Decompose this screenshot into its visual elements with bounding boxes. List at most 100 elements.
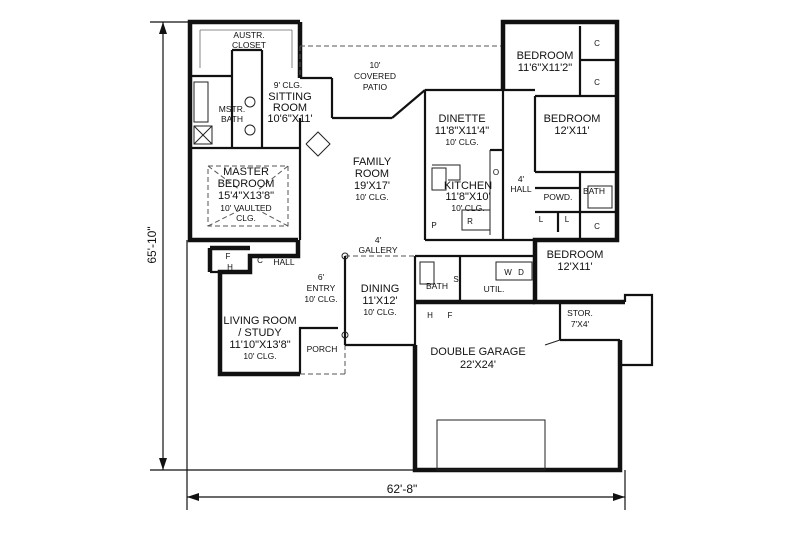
room-garage: DOUBLE GARAGE 22'X24' [430,346,525,371]
room-label: DINETTE [438,113,485,125]
room-label: DINING [361,283,400,295]
room-label: HALL [510,184,532,194]
room-powder: POWD. [544,192,573,202]
refrigerator-label: R [467,217,473,226]
room-label: POWD. [544,192,573,202]
room-label: 12'X11' [557,261,592,273]
room-label: 11'10"X13'8" [229,339,290,351]
room-label: GALLERY [358,245,397,255]
room-bedroom-low: BEDROOM 12'X11' [547,249,604,273]
room-dining: DINING 11'X12' 10' CLG. [361,283,400,317]
room-label: SITTING [268,91,311,103]
oven-label: O [493,168,499,177]
pantry-label: P [431,221,436,230]
room-label: 9' CLG. [274,80,303,90]
room-sitting-room: 9' CLG. SITTING ROOM 10'6"X11' [267,80,312,125]
room-covered-patio: 10' COVERED PATIO [354,60,396,92]
room-label: 10' CLG. [451,203,484,213]
room-label: COVERED [354,71,396,81]
room-austr-closet: AUSTR. CLOSET [232,30,266,50]
room-label: ROOM [355,168,389,180]
width-dimension-label: 62'-8" [387,482,418,496]
room-label: MASTER [223,166,269,178]
room-label: KITCHEN [444,180,492,192]
exterior-walls [187,19,654,473]
room-label: 11'8"X11'4" [435,125,490,137]
room-kitchen: KITCHEN 11'8"X10' 10' CLG. [444,180,492,213]
room-label: 19'X17' [354,180,390,192]
shower-label: S [453,275,458,284]
room-label: PATIO [363,82,388,92]
room-util: UTIL. [484,284,505,294]
room-label: AUSTR. [233,30,264,40]
room-label: PORCH [307,344,338,354]
room-label: BATH [583,186,605,196]
dryer-label: D [518,268,524,277]
room-bath-mid: BATH [426,281,448,291]
fixture-labels: C C C C L L O P R S W D F H H F [226,39,601,320]
fireplace-label: F [226,252,231,261]
room-label: 22'X24' [460,359,496,371]
room-label: 15'4"X13'8" [218,190,274,202]
room-label: 10' CLG. [243,351,276,361]
room-label: 10' CLG. [445,137,478,147]
room-hall-right: 4' HALL [510,174,532,194]
room-label: 10' VAULTED [220,203,271,213]
room-bedroom-top: BEDROOM 11'6"X11'2" [517,50,574,74]
room-living-room: LIVING ROOM / STUDY 11'10"X13'8" 10' CLG… [223,315,296,361]
closet-label: C [257,256,263,265]
room-label: 10' CLG. [304,294,337,304]
room-label: 12'X11' [554,125,589,137]
room-porch: PORCH [307,344,338,354]
room-label: ROOM [273,102,307,114]
room-gallery: 4' GALLERY [358,235,397,255]
room-storage: STOR. 7'X4' [567,308,593,329]
linen-label: L [539,215,544,224]
room-label: UTIL. [484,284,505,294]
room-label: ENTRY [307,283,336,293]
room-label: 11'6"X11'2" [518,62,573,74]
closet-label: C [594,39,600,48]
room-label: 11'X12' [362,295,397,307]
room-label: 10'6"X11' [267,113,312,125]
heater-label: H [227,263,233,272]
dimension-lines [150,21,626,510]
room-label: BEDROOM [218,178,275,190]
room-label: CLOSET [232,40,266,50]
room-label: 11'8"X10' [445,191,490,203]
room-master-bedroom: MASTER BEDROOM 15'4"X13'8" 10' VAULTED C… [218,166,275,223]
room-label: BEDROOM [544,113,601,125]
room-label: BEDROOM [547,249,604,261]
room-entry: 6' ENTRY 10' CLG. [304,272,337,304]
room-bath-right: BATH [583,186,605,196]
room-label: LIVING ROOM [223,315,296,327]
room-label: STOR. [567,308,593,318]
room-label: BATH [221,114,243,124]
linen-label: L [565,215,570,224]
room-label: BEDROOM [517,50,574,62]
room-label: / STUDY [238,327,282,339]
room-label: 4' [375,235,382,245]
fireplace-label: F [448,311,453,320]
room-label: 10' [369,60,380,70]
interior-walls [190,26,617,471]
room-label: MSTR. [219,104,245,114]
room-label: 4' [518,174,525,184]
room-label: 10' CLG. [363,307,396,317]
closet-label: C [594,222,600,231]
room-label: BATH [426,281,448,291]
room-family-room: FAMILY ROOM 19'X17' 10' CLG. [353,156,392,202]
room-label: CLG. [236,213,256,223]
room-label: DOUBLE GARAGE [430,346,525,358]
room-label: 6' [318,272,325,282]
depth-dimension-label: 65'-10" [145,226,159,263]
room-bedroom-mid: BEDROOM 12'X11' [544,113,601,137]
washer-label: W [504,268,512,277]
room-label: 10' CLG. [355,192,388,202]
room-label: HALL [273,257,295,267]
room-label: FAMILY [353,156,392,168]
closet-label: C [594,78,600,87]
room-mstr-bath: MSTR. BATH [219,104,245,124]
room-dinette: DINETTE 11'8"X11'4" 10' CLG. [435,113,490,147]
